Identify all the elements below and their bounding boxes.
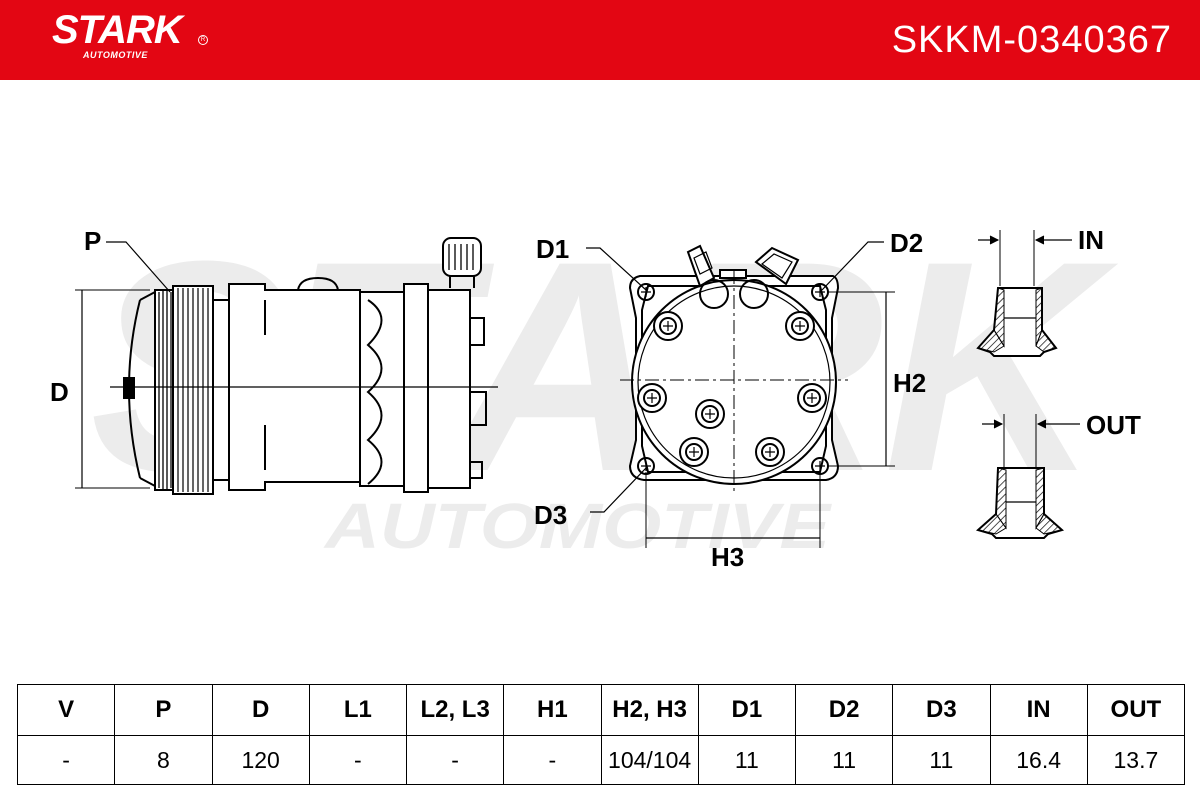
col-header-h1: H1 [503,684,602,736]
compressor-front-view [586,241,895,548]
label-out: OUT [1086,410,1141,440]
col-header-d: D [211,684,310,736]
col-header-d1: D1 [697,684,797,736]
header-bar: STARK R AUTOMOTIVE SKKM-0340367 [0,0,1200,80]
cell-p: 8 [114,735,213,785]
cell-d2: 11 [794,735,894,785]
stark-logo: STARK R AUTOMOTIVE [52,8,222,68]
label-in: IN [1078,225,1104,255]
table-header-row: V P D L1 L2, L3 H1 H2, H3 D1 D2 D3 IN OU… [16,684,1186,736]
label-h3: H3 [711,542,744,572]
label-d: D [50,377,69,407]
cell-h2-h3: 104/104 [600,735,699,785]
col-header-in: IN [989,684,1088,736]
col-header-l2-l3: L2, L3 [405,684,505,736]
cell-v: - [16,735,116,785]
part-number: SKKM-0340367 [891,19,1172,61]
table-value-row: - 8 120 - - - 104/104 11 11 11 16.4 13.7 [16,735,1186,785]
label-d2: D2 [890,228,923,258]
label-h2: H2 [893,368,926,398]
col-header-h2-h3: H2, H3 [600,684,699,736]
in-fitting-view [976,230,1072,357]
label-d3: D3 [534,500,567,530]
cell-h1: - [503,735,602,785]
col-header-v: V [16,684,116,736]
registered-icon: R [198,35,208,45]
watermark-sub: AUTOMOTIVE [323,490,833,562]
logo-subtext: AUTOMOTIVE [83,50,148,60]
col-header-p: P [114,684,213,736]
label-d1: D1 [536,234,569,264]
col-header-out: OUT [1086,684,1186,736]
cell-d: 120 [211,735,310,785]
cell-l1: - [308,735,408,785]
out-fitting-view [975,414,1080,539]
compressor-side-view [75,237,498,495]
logo-text: STARK [52,8,183,52]
col-header-d3: D3 [892,684,991,736]
col-header-d2: D2 [794,684,894,736]
compressor-technical-drawing: STARK AUTOMOTIVE [50,198,1141,572]
cell-out: 13.7 [1086,735,1186,785]
col-header-l1: L1 [308,684,408,736]
cell-l2-l3: - [405,735,505,785]
cell-in: 16.4 [989,735,1088,785]
label-p: P [84,226,101,256]
specifications-table: V P D L1 L2, L3 H1 H2, H3 D1 D2 D3 IN OU… [16,684,1186,785]
cell-d3: 11 [892,735,991,785]
cell-d1: 11 [697,735,797,785]
